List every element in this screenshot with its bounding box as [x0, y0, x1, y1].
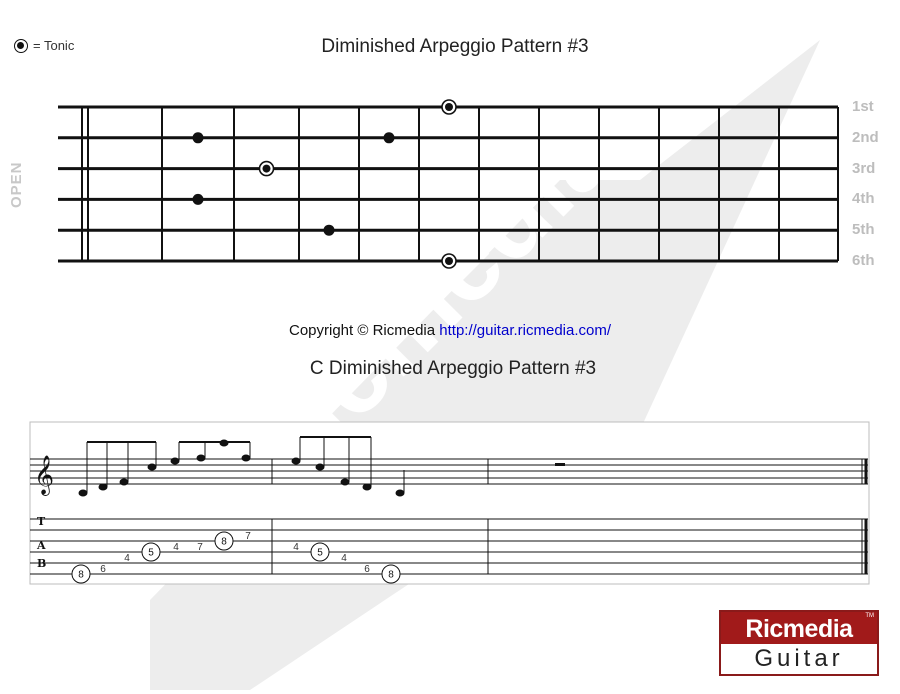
tab-tonic-circle — [141, 542, 161, 562]
tonic-note-dot — [445, 257, 453, 265]
tab-tonic-circle — [214, 531, 234, 551]
note-dot — [383, 132, 395, 144]
tab-number: 4 — [341, 553, 347, 564]
tab-number: 4 — [173, 542, 179, 553]
tab-letter: T — [37, 515, 46, 528]
treble-clef-icon: 𝄞 — [34, 455, 54, 496]
notation-title: C Diminished Arpeggio Pattern #3 — [309, 358, 597, 379]
legend: = Tonic — [14, 38, 74, 53]
tab-letter: B — [37, 557, 46, 570]
tonic-note-dot — [262, 164, 271, 173]
tab-number: 8 — [78, 570, 84, 581]
string-name-label: 2nd — [852, 128, 879, 146]
fretboard-title: Diminished Arpeggio Pattern #3 — [321, 36, 589, 57]
tab-number: 7 — [245, 531, 251, 542]
note-dot — [192, 132, 204, 144]
tab-number: 4 — [124, 553, 130, 564]
logo-line1: Ricmedia — [721, 612, 877, 644]
tab-tonic-circle — [381, 564, 401, 584]
tab-staff — [30, 518, 868, 575]
tab-letter: A — [36, 539, 46, 552]
music-staff — [30, 458, 868, 485]
tab-number: 5 — [148, 548, 154, 559]
note-dot — [323, 224, 335, 236]
string-name-label: 1st — [852, 98, 874, 115]
fretboard-diagram — [58, 99, 839, 269]
tonic-note-dot — [445, 103, 453, 111]
tab-number: 5 — [317, 548, 323, 559]
notation-frame — [29, 421, 870, 585]
string-name-label: 3rd — [852, 159, 876, 177]
tab-tonic-circle — [310, 542, 330, 562]
tab-number: 8 — [388, 570, 394, 581]
string-name-label: 4th — [852, 190, 875, 208]
copyright: Copyright © Ricmedia http://guitar.ricme… — [0, 322, 900, 339]
tab-tonic-circle — [71, 564, 91, 584]
tab-number: 6 — [100, 564, 106, 575]
tonic-legend-icon — [14, 38, 28, 53]
tab-number: 6 — [364, 564, 370, 575]
logo-tm: TM — [865, 613, 874, 619]
tab-number: 4 — [293, 542, 299, 553]
staff-notes — [78, 436, 565, 497]
tab-number: 7 — [197, 542, 203, 553]
ricmedia-guitar-logo: Ricmedia Guitar TM — [719, 610, 879, 676]
copyright-text: Copyright © Ricmedia — [288, 322, 436, 339]
tab-number: 8 — [221, 537, 227, 548]
copyright-link[interactable]: http://guitar.ricmedia.com/ — [439, 322, 612, 339]
legend-label: = Tonic — [33, 38, 75, 53]
note-dot — [192, 193, 204, 205]
logo-line2: Guitar — [754, 645, 844, 672]
string-name-label: 5th — [852, 221, 875, 239]
string-name-label: 6th — [852, 252, 875, 269]
